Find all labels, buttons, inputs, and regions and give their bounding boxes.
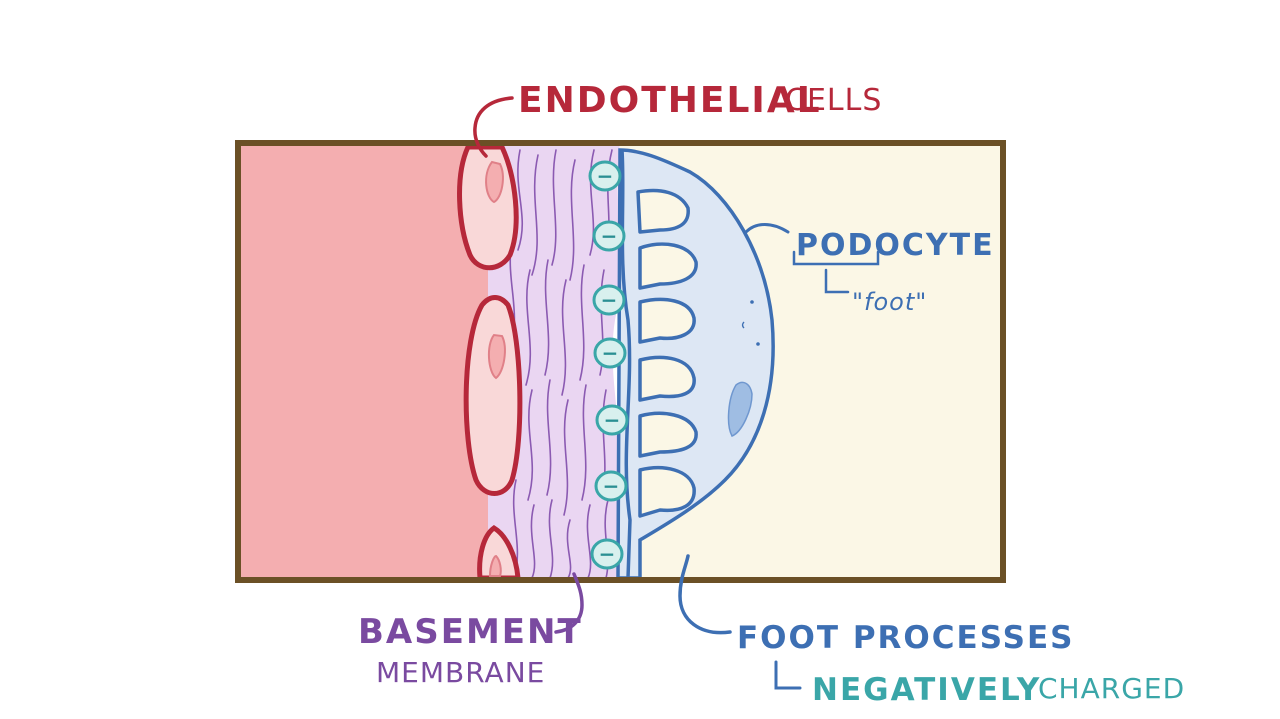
negative-charge-icon: − (593, 337, 627, 369)
basement-membrane-band (488, 143, 622, 580)
diagram-frame (235, 140, 1006, 583)
basement-leader-line (554, 572, 584, 634)
endothelial-leader-line (473, 96, 514, 158)
membrane-label: MEMBRANE (376, 656, 545, 689)
foot-quote-label: "foot" (852, 288, 927, 316)
foot-gap-4 (638, 355, 696, 402)
svg-text:−: − (597, 164, 614, 188)
endothelial-nucleus-middle (488, 333, 506, 380)
svg-text:−: − (599, 542, 616, 566)
foot-gap-1 (636, 188, 690, 234)
capillary-lumen (238, 143, 488, 580)
negative-charges: − − − − − − − (588, 160, 629, 570)
cells-label: CELLS (785, 83, 882, 118)
svg-text:−: − (601, 288, 618, 312)
foot-processes-leader-line (678, 554, 732, 635)
negative-charge-leader-line (774, 660, 802, 690)
podocyte-nucleus (727, 381, 753, 437)
podocyte-dots (741, 300, 760, 346)
endothelial-nucleus-bottom (488, 554, 502, 577)
negative-charge-icon: − (592, 220, 626, 252)
podocyte-leader-line (744, 223, 790, 234)
endothelial-nucleus-top (485, 160, 504, 204)
negatively-label: NEGATIVELY (812, 672, 1041, 708)
podocyte-label: PODOCYTE (796, 228, 995, 263)
svg-text:−: − (604, 408, 621, 432)
podocyte-bracket (792, 250, 880, 266)
endothelial-cell-top (457, 144, 519, 271)
foot-leader-line (824, 268, 850, 294)
foot-processes (636, 188, 698, 518)
foot-processes-label: FOOT PROCESSES (737, 620, 1074, 656)
charged-label: CHARGED (1038, 672, 1185, 705)
foot-gap-3 (638, 297, 696, 344)
endothelial-cell-bottom (477, 525, 521, 581)
foot-gap-6 (638, 466, 696, 518)
foot-gap-5 (638, 411, 698, 458)
negative-charge-icon: − (588, 160, 622, 192)
endothelial-cell-middle (463, 295, 523, 496)
basement-label: BASEMENT (358, 612, 583, 652)
endothelial-cells (457, 144, 523, 581)
podocyte-inner-edge (620, 149, 632, 579)
svg-text:−: − (602, 341, 619, 365)
svg-text:−: − (601, 224, 618, 248)
negative-charge-icon: − (594, 470, 628, 502)
svg-text:−: − (603, 474, 620, 498)
endothelial-label: ENDOTHELIAL (518, 80, 822, 121)
foot-gap-2 (638, 242, 698, 290)
negative-charge-icon: − (592, 284, 626, 316)
negative-charge-icon: − (595, 404, 629, 436)
negative-charge-icon: − (590, 538, 624, 570)
